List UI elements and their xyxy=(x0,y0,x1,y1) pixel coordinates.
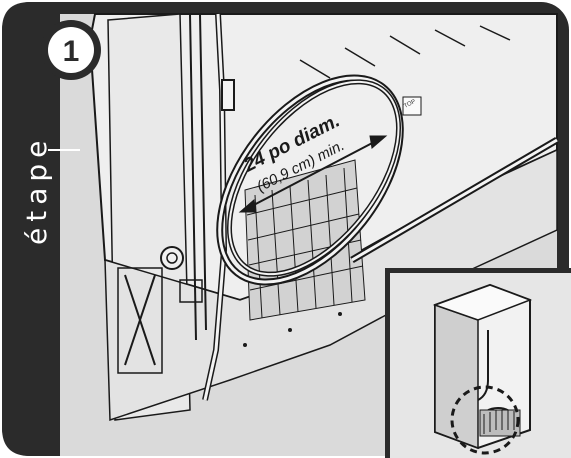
refrigerator-back-view-icon xyxy=(435,285,530,448)
step-word: étape xyxy=(20,135,53,245)
step-number: 1 xyxy=(63,35,80,68)
inset-detail xyxy=(385,268,571,458)
step-number-badge: 1 xyxy=(41,20,101,80)
